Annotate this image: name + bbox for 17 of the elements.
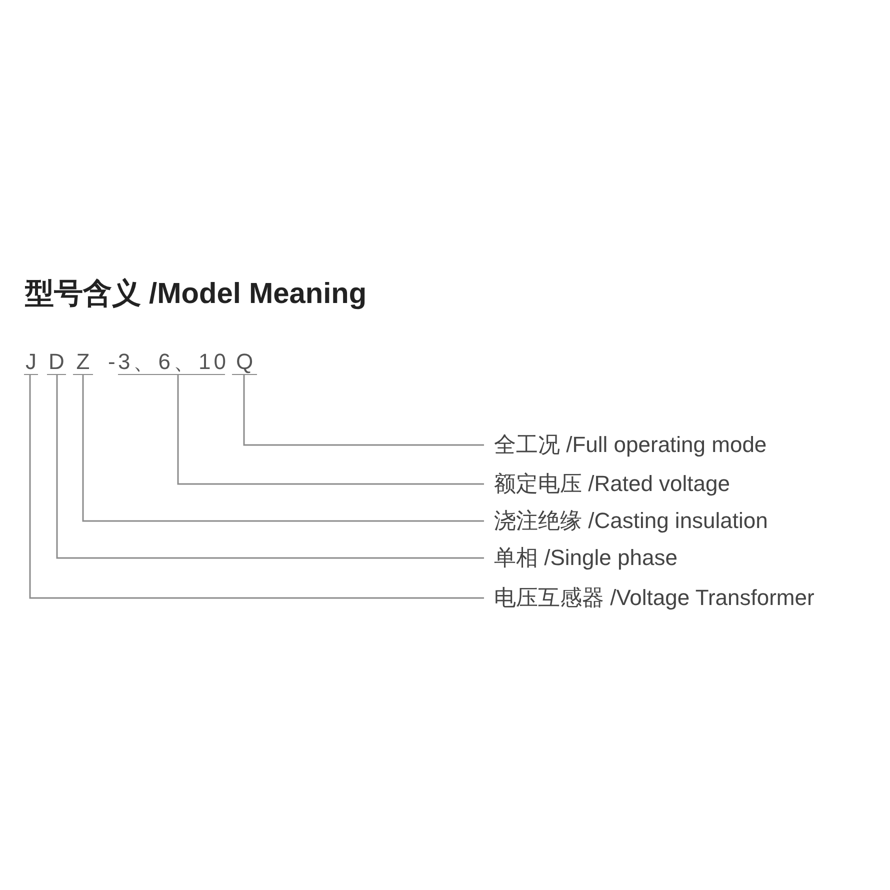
model-code-segment: J <box>24 349 38 375</box>
leader-line <box>29 375 484 599</box>
model-code-segment: D <box>47 349 66 375</box>
leader-line <box>177 375 484 485</box>
title: 型号含义 /Model Meaning <box>25 277 367 312</box>
meaning-label: 浇注绝缘 /Casting insulation <box>484 507 768 535</box>
leader-line <box>82 375 484 522</box>
model-code-segment: 3、6、10 <box>118 349 225 375</box>
meaning-label: 单相 /Single phase <box>484 544 678 572</box>
leader-line <box>56 375 484 559</box>
separator-dash: - <box>108 349 116 374</box>
leader-line <box>243 375 484 446</box>
meaning-label: 电压互感器 /Voltage Transformer <box>484 584 814 612</box>
model-code-segment: Z <box>73 349 93 375</box>
meaning-label: 额定电压 /Rated voltage <box>484 470 730 498</box>
model-code-segment: Q <box>232 349 257 375</box>
meaning-label: 全工况 /Full operating mode <box>484 431 767 459</box>
